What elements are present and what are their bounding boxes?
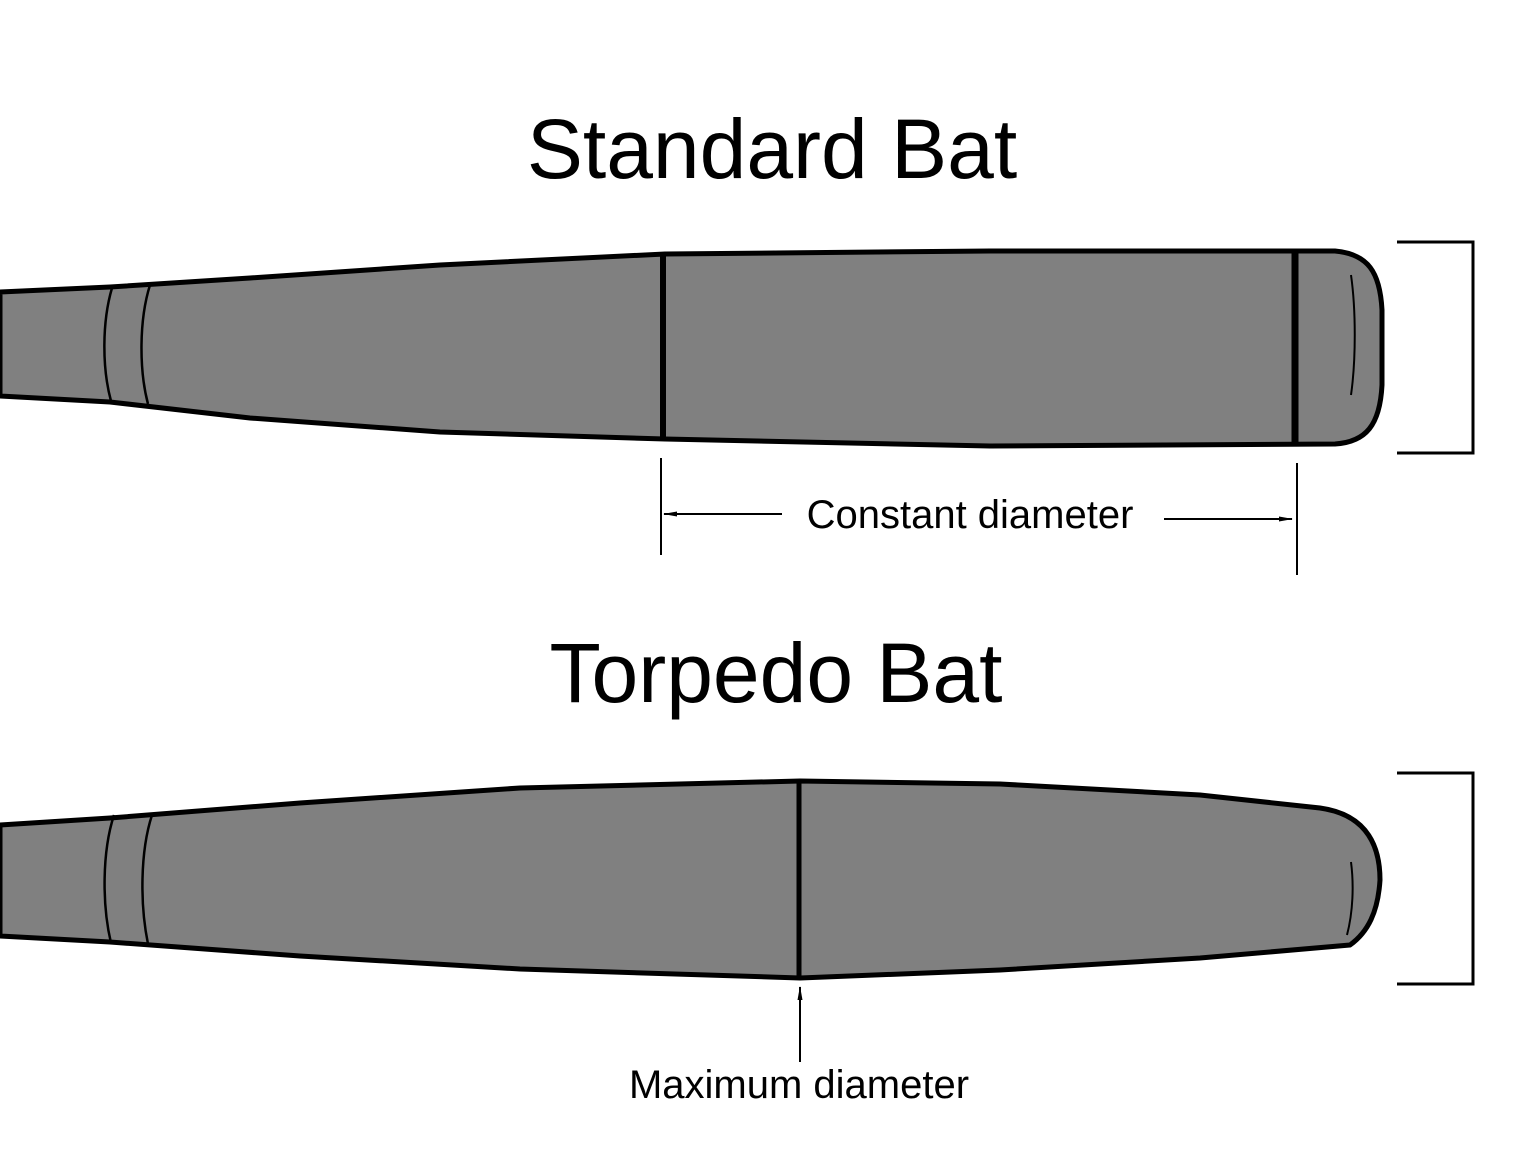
torpedo-bat-end-cap-highlight	[1346, 861, 1354, 936]
constant-diameter-dimension: Constant diameter	[660, 458, 1298, 575]
maximum-diameter-label: Maximum diameter	[629, 1063, 969, 1107]
torpedo-bat-grip-ring-2	[141, 814, 154, 945]
torpedo-bat	[0, 771, 1475, 986]
torpedo-bat-diameter-bracket	[1397, 771, 1475, 986]
standard-bat-title: Standard Bat	[527, 102, 1017, 196]
standard-bat-body	[0, 248, 1385, 449]
constant-diameter-label: Constant diameter	[807, 493, 1134, 537]
standard-bat-diameter-bracket	[1397, 240, 1475, 455]
standard-bat	[0, 240, 1475, 455]
standard-bat-grip-ring-1	[103, 287, 114, 402]
standard-bat-grip-ring-2	[140, 284, 152, 405]
standard-bat-end-cap-highlight	[1350, 274, 1356, 396]
torpedo-bat-body	[0, 778, 1383, 981]
torpedo-bat-grip-ring-1	[103, 814, 116, 944]
maximum-diameter-pointer: Maximum diameter	[629, 986, 969, 1107]
torpedo-bat-title: Torpedo Bat	[550, 626, 1003, 720]
